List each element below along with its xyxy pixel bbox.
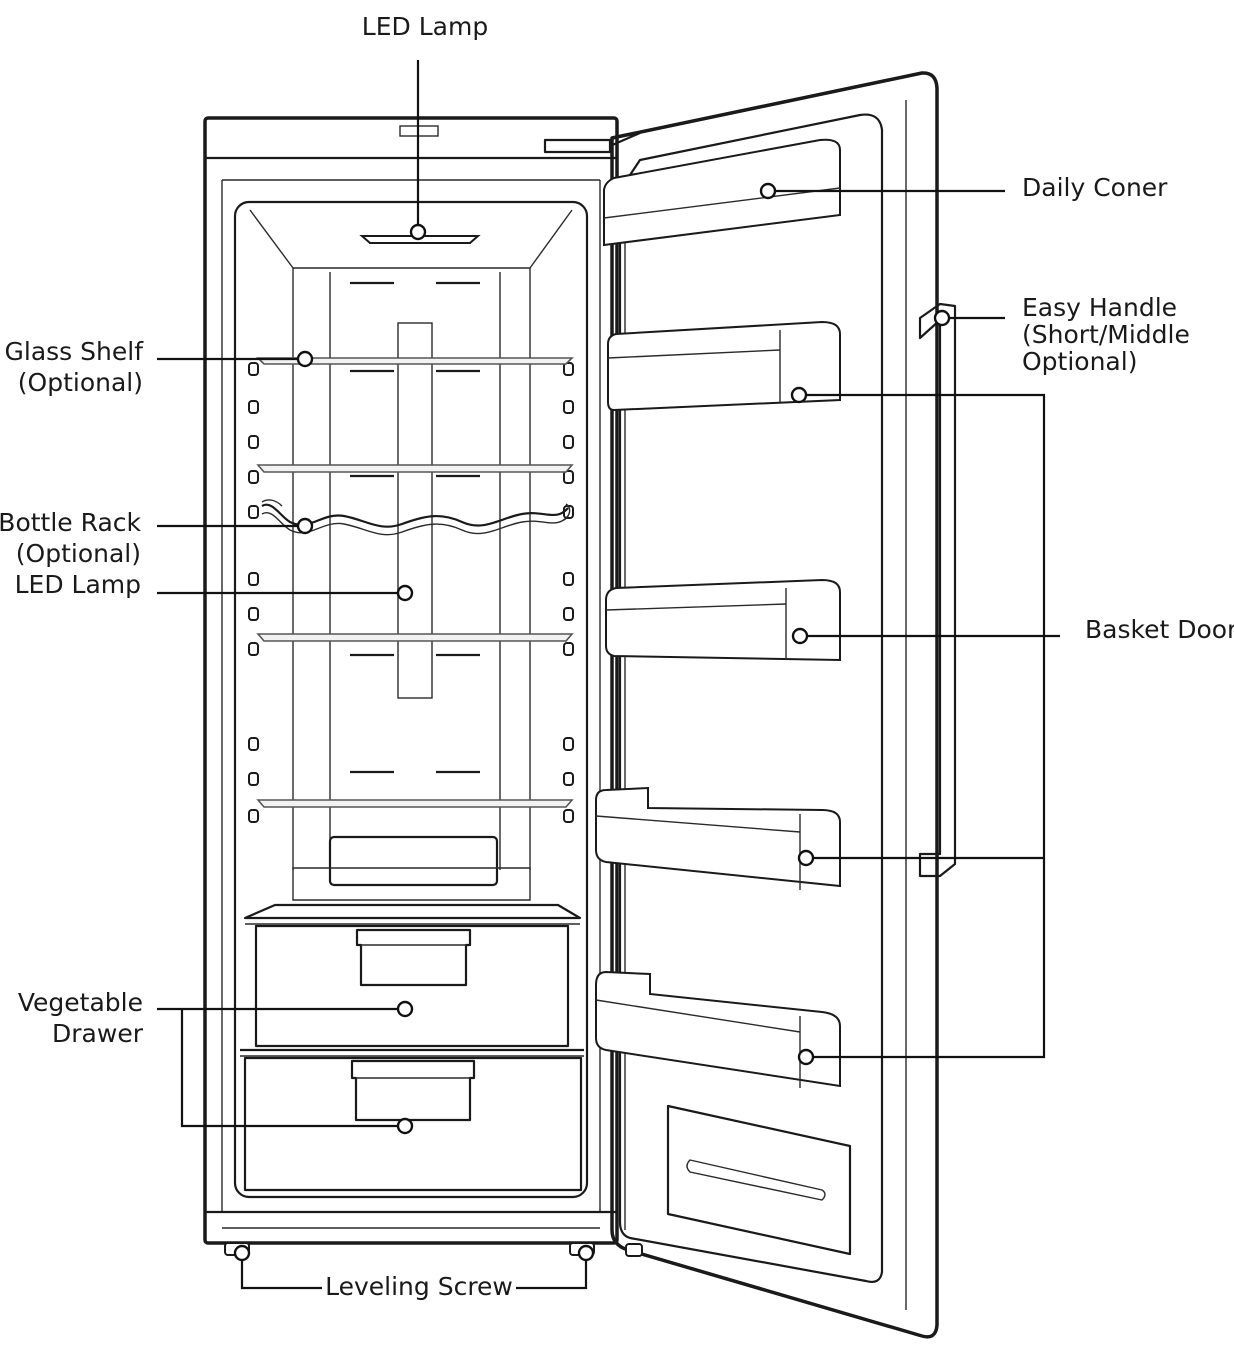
- door-basket-2: [605, 578, 841, 662]
- shelf-studs-right: [563, 362, 574, 823]
- center-column: [397, 322, 433, 699]
- label-led-lamp-side: LED Lamp: [15, 570, 141, 599]
- crisper-cover: [243, 903, 582, 920]
- lower-compartment: [328, 835, 499, 887]
- dot-vegetable-upper: [396, 1000, 414, 1018]
- label-vegetable-line2: Drawer: [52, 1019, 144, 1048]
- glass-shelves: [256, 357, 574, 808]
- label-leveling-screw: Leveling Screw: [325, 1272, 513, 1301]
- door-basket-4: [595, 970, 841, 1088]
- perspective-tr: [529, 209, 573, 269]
- label-easy-handle-line1: Easy Handle: [1022, 293, 1177, 322]
- label-bottle-rack-line1: Bottle Rack: [0, 508, 142, 537]
- label-easy-handle-line2: (Short/Middle: [1022, 320, 1190, 349]
- leader-basket-door: [798, 393, 1060, 1059]
- leader-vegetable-drawer: [157, 1007, 404, 1128]
- dot-basket-4: [797, 1048, 815, 1066]
- labels: LED Lamp Glass Shelf (Optional) Bottle R…: [0, 12, 1234, 1301]
- dot-basket-2: [791, 627, 809, 645]
- dot-glass-shelf: [296, 350, 314, 368]
- drawer-handle-upper: [355, 928, 472, 987]
- crisper-top-back: [292, 867, 531, 901]
- dot-led-lamp-side: [396, 584, 414, 602]
- cabinet-outer: [203, 116, 619, 1245]
- dot-vegetable-lower: [396, 1117, 414, 1135]
- dot-leveling-left: [233, 1244, 251, 1262]
- leader-lines: [157, 60, 1060, 1290]
- label-easy-handle-line3: Optional): [1022, 347, 1137, 376]
- label-vegetable-line1: Vegetable: [18, 988, 143, 1017]
- door-basket-3: [595, 786, 841, 888]
- perspective-tl: [249, 209, 294, 269]
- label-daily-corner: Daily Coner: [1022, 173, 1168, 202]
- cabinet: [203, 116, 641, 1256]
- top-hinge: [543, 138, 612, 154]
- dot-led-lamp-top: [409, 223, 427, 241]
- door-bottom-panel: [666, 1104, 852, 1256]
- label-glass-shelf-line1: Glass Shelf: [5, 337, 145, 366]
- bottle-rack: [261, 499, 571, 536]
- daily-corner-bin: [603, 138, 841, 247]
- back-vents: [350, 281, 480, 774]
- dot-leveling-right: [577, 1244, 595, 1262]
- label-basket-door: Basket Door: [1085, 615, 1234, 644]
- callout-dots: [233, 182, 951, 1262]
- glass-shelf-2: [256, 464, 574, 473]
- dot-basket-3: [797, 849, 815, 867]
- dot-basket-1: [790, 386, 808, 404]
- dot-daily-corner: [759, 182, 777, 200]
- dot-bottle-rack: [296, 517, 314, 535]
- vegetable-drawer-lower: [243, 1056, 583, 1192]
- label-glass-shelf-line2: (Optional): [18, 368, 143, 397]
- easy-handle: [918, 302, 957, 878]
- door-bottom-grip: [686, 1159, 826, 1201]
- bottom-hinge: [625, 1243, 643, 1257]
- vegetable-drawer-upper: [254, 924, 570, 1048]
- door-basket-1: [607, 320, 841, 412]
- door: [595, 71, 957, 1339]
- drawer-handle-lower: [350, 1059, 476, 1122]
- dot-easy-handle: [933, 309, 951, 327]
- glass-shelf-1: [256, 357, 574, 365]
- glass-shelf-4: [256, 799, 574, 808]
- door-liner: [618, 113, 884, 1284]
- leader-leveling-screw: [240, 1253, 588, 1290]
- door-outer: [610, 71, 939, 1339]
- shelf-studs-left: [248, 362, 259, 823]
- label-led-lamp-top: LED Lamp: [362, 12, 488, 41]
- inner-liner: [233, 200, 589, 1199]
- glass-shelf-3: [256, 633, 574, 642]
- label-bottle-rack-line2: (Optional): [16, 539, 141, 568]
